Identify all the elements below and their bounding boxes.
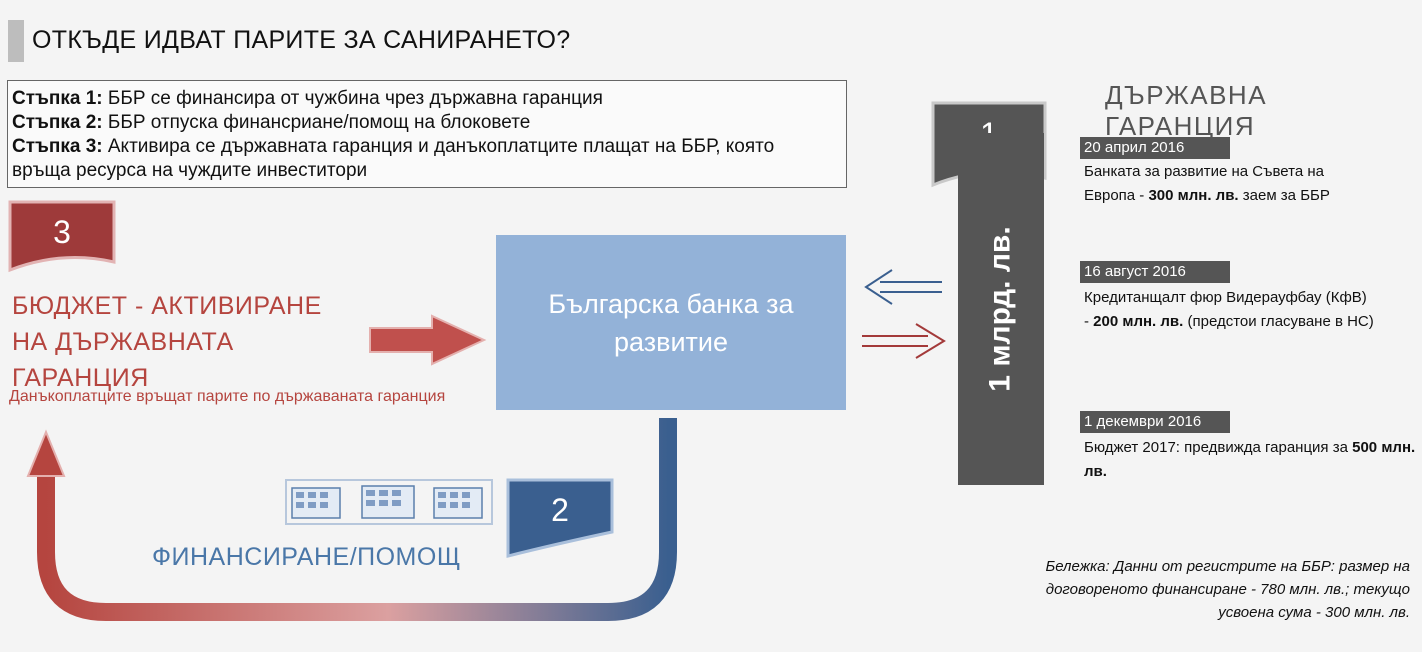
red-arrow-to-bank (369, 314, 487, 366)
buildings-icon (291, 485, 483, 519)
entry-3-date: 1 декември 2016 (1080, 411, 1230, 433)
guarantee-total-bar (958, 133, 1044, 485)
bank-name: Българска банка за развитие (548, 288, 794, 357)
loop-arrowhead (26, 429, 66, 477)
entry-2-date: 16 август 2016 (1080, 261, 1230, 283)
entry-1-text: Банката за развитие на Съвета на Европа … (1084, 163, 1330, 204)
flag-3-shape (8, 200, 116, 273)
flag-3-number: 3 (53, 214, 71, 250)
red-double-arrow (862, 323, 946, 359)
entry-3-text: Бюджет 2017: предвижда гаранция за 500 м… (1084, 439, 1416, 480)
guarantee-total-label: 1 млрд. лв. (984, 226, 1017, 392)
bank-box: Българска банка за развитие (496, 235, 846, 410)
funding-label: ФИНАНСИРАНЕ/ПОМОЩ (152, 543, 461, 571)
budget-subtitle: Данъкоплатците връщат парите по държаван… (9, 388, 446, 405)
blue-double-arrow (864, 269, 942, 305)
step-3: Стъпка 3: Активира се държавната гаранци… (12, 136, 775, 181)
footnote: Бележка: Данни от регистрите на ББР: раз… (1045, 558, 1410, 621)
title-accent-bar (8, 20, 24, 62)
step-2: Стъпка 2: ББР отпуска финансриане/помощ … (12, 112, 531, 133)
entry-2-text: Кредитанщалт фюр Видерауфбау (КфВ) - 200… (1084, 289, 1374, 330)
steps-box: Стъпка 1: ББР се финансира от чужбина чр… (7, 80, 847, 188)
page-title: ОТКЪДЕ ИДВАТ ПАРИТЕ ЗА САНИРАНЕТО? (32, 26, 571, 54)
funding-loop-arrow (37, 418, 677, 621)
guarantee-title: ДЪРЖАВНА ГАРАНЦИЯ (1105, 80, 1268, 141)
buildings-frame (285, 479, 493, 525)
flag-2-shape (506, 478, 614, 558)
flag-2-number: 2 (551, 492, 569, 528)
step-1: Стъпка 1: ББР се финансира от чужбина чр… (12, 88, 603, 109)
entry-1-date: 20 април 2016 (1080, 137, 1230, 159)
budget-title: БЮДЖЕТ - АКТИВИРАНЕ НА ДЪРЖАВНАТА ГАРАНЦ… (12, 292, 322, 392)
